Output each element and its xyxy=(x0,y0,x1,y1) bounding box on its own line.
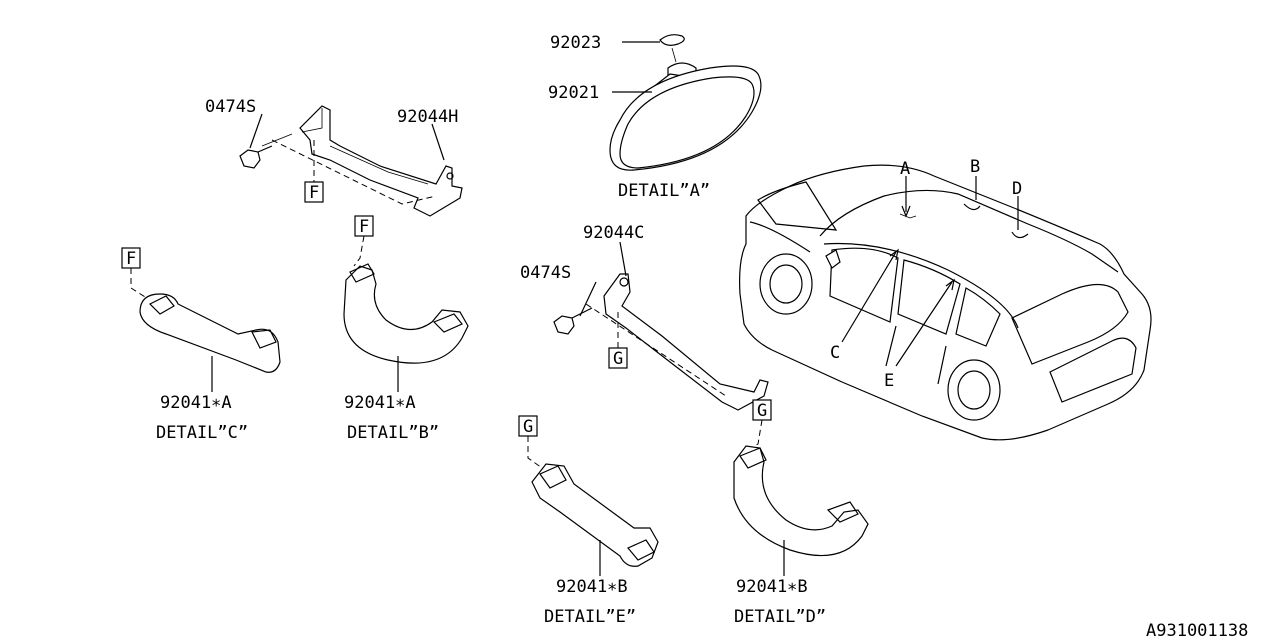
car-label-c: C xyxy=(830,343,840,363)
detail-c-label: DETAIL”C” xyxy=(156,423,248,443)
rearview-mirror-assembly xyxy=(609,34,762,171)
part-92044h-label: 92044H xyxy=(397,107,458,127)
part-92023-label: 92023 xyxy=(550,33,601,53)
ref-box-g-mid xyxy=(608,347,628,369)
part-92041a-c-label: 92041∗A xyxy=(160,393,232,413)
detail-b-label: DETAIL”B” xyxy=(347,423,439,443)
figure-id: A931001138 xyxy=(1146,621,1248,640)
assist-grip-detail-d xyxy=(733,399,869,576)
bracket-92044c xyxy=(553,241,769,411)
ref-f-mid-text: F xyxy=(359,217,369,237)
assist-grip-detail-e xyxy=(518,415,659,576)
detail-e-label: DETAIL”E” xyxy=(544,607,636,627)
ref-g-left-text: G xyxy=(523,417,533,437)
part-92041b-e-label: 92041∗B xyxy=(556,577,628,597)
assist-grip-detail-b xyxy=(343,215,469,392)
detail-d-label: DETAIL”D” xyxy=(734,607,826,627)
ref-g-right-text: G xyxy=(757,401,767,421)
ref-f-left-text: F xyxy=(126,249,136,269)
ref-box-f-top xyxy=(304,181,324,203)
bracket-92044h xyxy=(239,105,463,217)
part-92041b-d-label: 92041∗B xyxy=(736,577,808,597)
ref-f-top-text: F xyxy=(309,183,319,203)
vehicle-illustration xyxy=(739,164,1152,441)
car-label-b: B xyxy=(970,157,980,177)
assist-grip-detail-c xyxy=(121,247,281,392)
car-label-e: E xyxy=(884,371,894,391)
part-0474s-top-label: 0474S xyxy=(205,97,256,117)
part-92041a-b-label: 92041∗A xyxy=(344,393,416,413)
part-0474s-mid-label: 0474S xyxy=(520,263,571,283)
part-92044c-label: 92044C xyxy=(583,223,644,243)
part-92021-label: 92021 xyxy=(548,83,599,103)
car-label-a: A xyxy=(900,159,910,179)
detail-a-label: DETAIL”A” xyxy=(618,181,710,201)
ref-g-mid-text: G xyxy=(613,349,623,369)
car-label-d: D xyxy=(1012,179,1022,199)
